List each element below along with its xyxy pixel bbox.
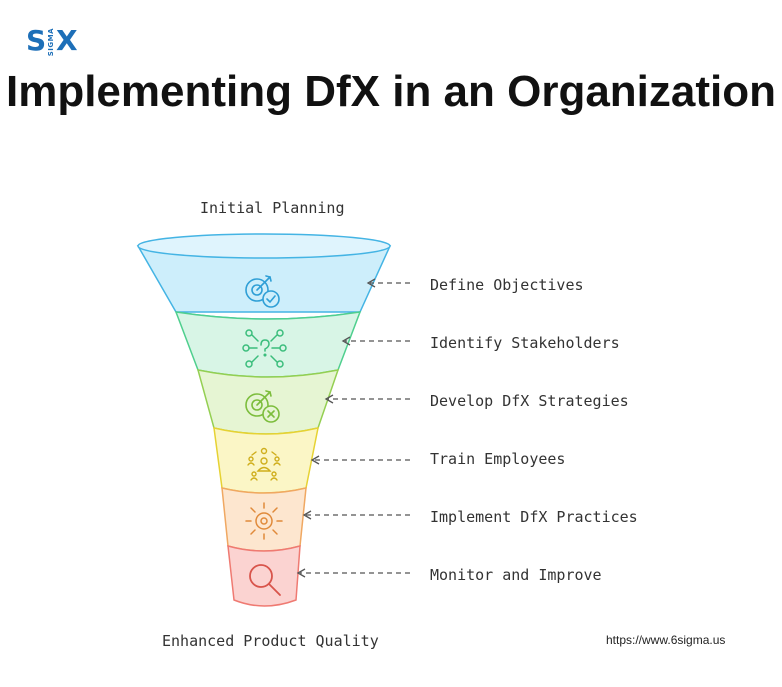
stage-label-monitor-improve: Monitor and Improve (430, 566, 602, 584)
network-question-icon (242, 329, 287, 368)
stage-5-band (221, 487, 307, 552)
team-training-icon (247, 447, 281, 481)
magnifier-icon (249, 564, 281, 596)
stage-label-identify-stakeholders: Identify Stakeholders (430, 334, 620, 352)
funnel-stage-5 (221, 487, 307, 552)
source-url: https://www.6sigma.us (606, 633, 726, 647)
funnel-rim (137, 233, 391, 259)
stage-6-band (227, 544, 301, 607)
funnel-stage-6 (227, 544, 301, 607)
funnel-stage-4 (213, 427, 319, 494)
leader-arrows (296, 278, 410, 578)
funnel-bottom-label: Enhanced Product Quality (162, 632, 379, 650)
page-title: Implementing DfX in an Organization (5, 67, 777, 116)
stage-label-develop-strategies: Develop DfX Strategies (430, 392, 629, 410)
gear-sun-icon (245, 502, 283, 540)
stage-4-band (213, 427, 319, 494)
stage-label-define-objectives: Define Objectives (430, 276, 584, 294)
logo-letter-x: X (56, 24, 78, 57)
stage-label-train-employees: Train Employees (430, 450, 566, 468)
target-check-icon (245, 275, 280, 308)
brand-logo: S SIGMA X (26, 24, 86, 57)
logo-letter-s: S (26, 24, 47, 57)
funnel-top-label: Initial Planning (200, 199, 345, 217)
funnel-stage-2 (174, 311, 362, 378)
target-cross-icon (245, 390, 280, 423)
funnel-stage-1 (136, 233, 392, 320)
stage-2-band (174, 311, 362, 378)
stage-label-implement-practices: Implement DfX Practices (430, 508, 638, 526)
